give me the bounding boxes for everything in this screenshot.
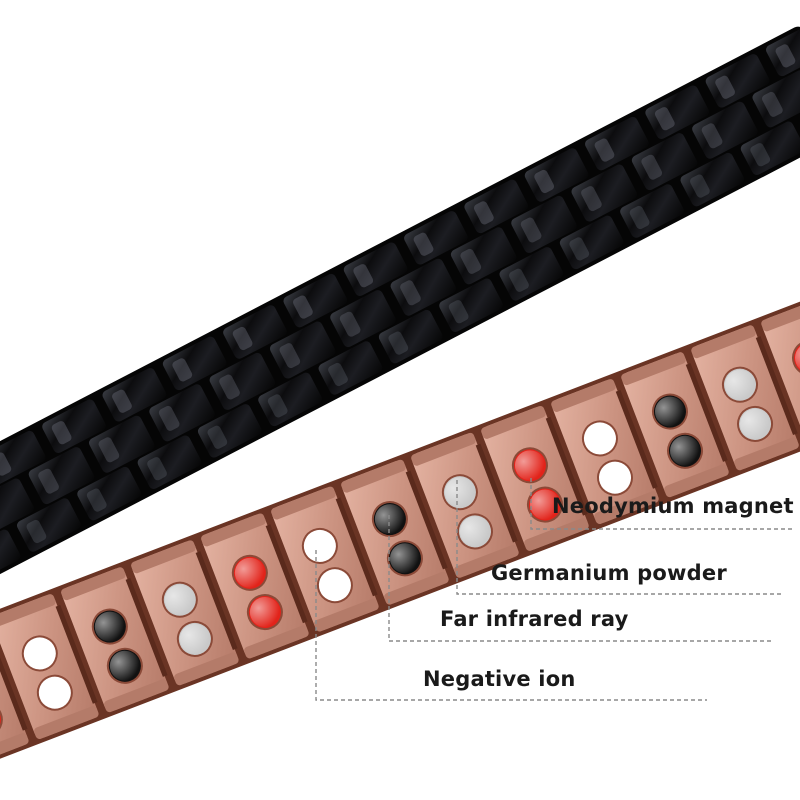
black-bracelet-link [42,399,155,521]
germanium-leader-line [456,480,783,595]
callout-negative-ion: Negative ion [423,667,576,691]
callout-neodymium-magnet: Neodymium magnet [552,494,794,518]
black-bracelet-link [162,336,276,458]
black-bracelet-link [585,116,698,238]
black-bracelet-link [102,368,215,489]
copper-bracelet-link [201,513,309,659]
black-bracelet-link [705,54,800,175]
copper-bracelet-link [131,540,239,686]
infrared-leader-line [388,515,771,642]
far-infrared-stone [792,339,800,376]
copper-bracelet [0,286,800,770]
copper-bracelet-link [621,352,729,498]
copper-bracelet-link [691,325,799,471]
copper-bracelet-link [411,432,519,578]
copper-bracelet-link [761,298,800,443]
black-bracelet-link [343,242,457,364]
black-bracelet-link [524,148,638,270]
copper-bracelet-link [551,379,659,524]
neodymium-leader-line [530,478,793,530]
black-bracelet-link [283,273,396,395]
black-bracelet-link [404,211,517,332]
copper-bracelet-link [0,622,29,766]
black-bracelet-link [0,430,95,552]
callout-germanium-powder: Germanium powder [491,561,727,585]
far-infrared-stone [0,701,3,738]
copper-bracelet-link [61,567,169,713]
black-bracelet-link [464,179,577,301]
callout-leader-lines [315,478,793,701]
black-bracelet-link [645,85,758,207]
negative-ion-leader-line [315,550,707,701]
black-bracelet [0,22,800,588]
copper-bracelet-link [341,459,449,605]
copper-bracelet-link [481,405,589,551]
copper-bracelet-link [271,486,379,632]
black-bracelet-link [0,478,34,584]
copper-bracelet-link [0,594,99,740]
black-bracelet-link [223,305,336,427]
black-bracelet-link [766,22,800,77]
callout-far-infrared-ray: Far infrared ray [440,607,629,631]
